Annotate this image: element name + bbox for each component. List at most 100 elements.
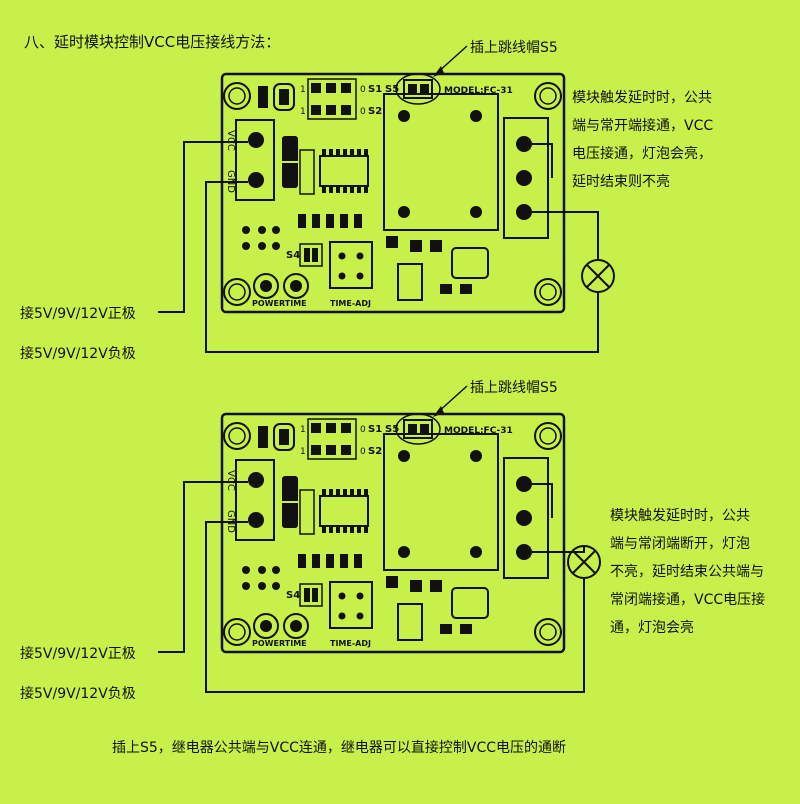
- smd-component: [410, 240, 422, 252]
- ic-pin: [343, 489, 347, 496]
- callout-arrowhead: [433, 406, 444, 417]
- bulb-cross: [586, 264, 610, 288]
- power-terminal-block: [235, 119, 275, 201]
- pin-0-label: 0: [360, 447, 366, 457]
- mounting-hole: [223, 82, 251, 110]
- ic-pin: [329, 186, 333, 193]
- led-body: [279, 429, 289, 445]
- mounting-hole-inner: [228, 283, 246, 301]
- smd-component: [460, 284, 472, 294]
- power-led-core: [260, 620, 272, 632]
- description-line: 电压接通，灯泡会亮，: [572, 145, 712, 162]
- powertime-label: POWERTIME: [252, 639, 307, 648]
- header-pin: [420, 84, 429, 94]
- pot-pad: [338, 592, 346, 600]
- solder-pad: [272, 242, 280, 250]
- header-pin: [326, 83, 336, 93]
- ic-pin: [350, 149, 354, 156]
- smd-capacitor: [451, 247, 489, 279]
- header-pin: [311, 105, 321, 115]
- terminal-screw-gnd: [248, 512, 264, 528]
- header-pin: [408, 84, 417, 94]
- ic-pin: [336, 186, 340, 193]
- smd-component: [326, 214, 334, 228]
- transistor: [397, 603, 423, 641]
- jumper-s4: [299, 583, 323, 607]
- relay-terminal-block: [503, 117, 549, 239]
- smd-component: [430, 580, 442, 592]
- ic-pin: [357, 489, 361, 496]
- relay: [383, 433, 499, 571]
- footer-note: 插上S5，继电器公共端与VCC连通，继电器可以直接控制VCC电压的通断: [112, 739, 566, 756]
- bulb-cross: [572, 550, 596, 574]
- ic-pin: [364, 489, 368, 496]
- mounting-hole: [534, 618, 562, 646]
- solder-pad: [258, 226, 266, 234]
- smd-capacitor: [451, 587, 489, 619]
- module-board: [220, 412, 566, 654]
- solder-pad: [272, 226, 280, 234]
- pin-1-label: 1: [300, 447, 306, 457]
- smd-component: [386, 576, 398, 588]
- wire-positive: [158, 481, 248, 653]
- header-pin: [420, 424, 429, 434]
- header-pin: [326, 423, 336, 433]
- relay-pin: [398, 110, 410, 122]
- transistor: [397, 263, 423, 301]
- led-body: [279, 89, 289, 105]
- relay-terminal-screw: [516, 510, 532, 526]
- pin-1-label: 1: [300, 107, 306, 117]
- ic-pin: [357, 186, 361, 193]
- smd-component: [410, 580, 422, 592]
- description-line: 常闭端接通，VCC电压接: [610, 591, 765, 608]
- jumper-s5: [403, 419, 433, 439]
- ic-chip: [319, 155, 369, 187]
- s2-label: S2: [368, 446, 382, 457]
- terminal-screw-gnd: [248, 172, 264, 188]
- model-label: MODEL:FC-31: [444, 426, 513, 436]
- time-led-core: [290, 620, 302, 632]
- crystal: [299, 149, 315, 195]
- pin-1-label: 1: [300, 425, 306, 435]
- time-led: [283, 613, 309, 639]
- ic-pin: [357, 149, 361, 156]
- callout-label: 插上跳线帽S5: [470, 40, 558, 56]
- mounting-hole-inner: [539, 87, 557, 105]
- mounting-hole-inner: [228, 623, 246, 641]
- negative-supply-label: 接5V/9V/12V负极: [20, 685, 136, 702]
- mounting-hole-inner: [539, 283, 557, 301]
- header-pin: [408, 424, 417, 434]
- mounting-hole-inner: [539, 427, 557, 445]
- terminal-screw-vcc: [248, 132, 264, 148]
- relay-terminal-block: [503, 457, 549, 579]
- ic-chip: [319, 495, 369, 527]
- module-board: [220, 72, 566, 314]
- description-line: 延时结束则不亮: [572, 173, 670, 190]
- header-pin: [341, 83, 351, 93]
- solder-pad: [242, 226, 250, 234]
- wire-to-bulb: [532, 211, 599, 260]
- s2-label: S2: [368, 106, 382, 117]
- header-pin: [312, 588, 318, 602]
- positive-supply-label: 接5V/9V/12V正极: [20, 305, 136, 322]
- power-terminal-block: [235, 459, 275, 541]
- callout-label: 插上跳线帽S5: [470, 380, 558, 396]
- smd-component: [460, 624, 472, 634]
- relay-terminal-screw: [516, 544, 532, 560]
- relay-pin: [398, 206, 410, 218]
- wire-to-bulb: [532, 546, 585, 553]
- smd-component: [312, 554, 320, 568]
- smd-component: [340, 554, 348, 568]
- crystal: [299, 489, 315, 535]
- jumper-s5: [403, 79, 433, 99]
- power-led-core: [260, 280, 272, 292]
- solder-pad: [258, 582, 266, 590]
- smd-component: [312, 214, 320, 228]
- ic-pin: [329, 489, 333, 496]
- description-line: 模块触发延时时，公共: [572, 90, 712, 106]
- timeadj-label: TIME-ADJ: [330, 299, 371, 308]
- powertime-label: POWERTIME: [252, 299, 307, 308]
